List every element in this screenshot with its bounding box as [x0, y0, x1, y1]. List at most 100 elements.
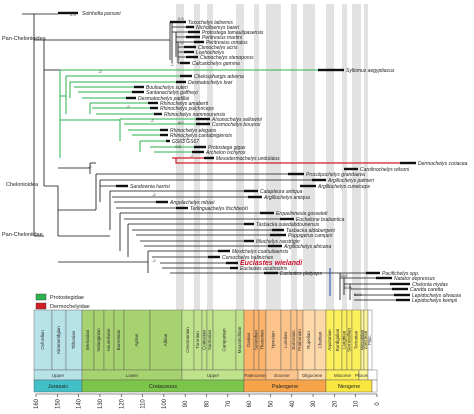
range-bar-pe2 [194, 40, 204, 44]
range-bar-rhi2 [150, 106, 158, 110]
taxon-label-moc: Mexichelys coahuilaensis [232, 249, 289, 255]
node-value: -2 [126, 104, 130, 109]
epoch-label: Eocene [274, 373, 290, 378]
stage-cell [123, 309, 151, 371]
node-value: -2 [150, 118, 154, 123]
node-value: -2 [152, 192, 156, 197]
taxon-label-prg: Protostega gigas [208, 145, 246, 151]
taxon-label-nat: Natator depressus [394, 276, 435, 282]
stage-label: Maastrichtian [237, 326, 242, 353]
taxon-label-apa: Argillochelys palmeri [327, 178, 375, 184]
taxon-label-des2: Desmatochelys padillai [138, 96, 190, 102]
stage-label: Thanetian [260, 329, 265, 350]
taxon-label-gs: GS63 GS67 [172, 139, 199, 145]
time-tick-label: 0 [375, 402, 381, 406]
stage-label: Lutetian [283, 331, 288, 348]
taxon-label-pe1: Peritresius martini [202, 35, 243, 41]
taxon-label-che: Chelosphargis advena [194, 74, 244, 80]
range-bar-gs [166, 139, 170, 143]
range-bar-cst [186, 55, 198, 59]
range-bar-epl [264, 271, 278, 275]
legend-swatch [35, 293, 47, 301]
node-value: -2 [190, 153, 194, 158]
range-bar-rhi5 [160, 133, 168, 137]
range-bar-sol [58, 11, 78, 15]
node-value: -2 [98, 69, 102, 74]
node-value: 50/2 [354, 292, 363, 297]
stage-label: Burdigalian [335, 328, 340, 351]
range-bar-lop [184, 50, 194, 54]
time-tick-label: 10 [354, 400, 360, 407]
node-value: 0.5 [178, 16, 184, 21]
range-bar-cge [180, 61, 190, 65]
time-tick-label: 160 [34, 398, 40, 409]
taxon-label-euc: Euclastes wielandi [240, 260, 303, 267]
time-tick-label: 120 [119, 398, 125, 409]
time-tick-label: 40 [290, 400, 296, 407]
stage-label: Tithonian [71, 330, 76, 349]
range-bar-tas [244, 222, 254, 226]
taxon-label-epl: Euclastes platyops [280, 271, 322, 277]
node-value: -2 [170, 62, 174, 67]
epoch-cell [367, 369, 378, 381]
stage-label: Valanginian [96, 328, 101, 352]
range-bar-rhi4 [160, 128, 168, 132]
stage-label: Zanclean [363, 330, 368, 349]
taxon-label-ero: Erquelinnesia gosseleti [276, 211, 328, 217]
taxon-label-pro1: Protostega tamaulipasensis [202, 30, 264, 36]
stage-label: Piac. [367, 335, 372, 345]
range-bar-pe1 [186, 35, 200, 39]
stage-label: Berriasian [85, 329, 90, 350]
stage-cell [149, 309, 183, 371]
range-bar-euc [226, 261, 238, 265]
node-value: 15/2 [340, 273, 349, 278]
taxon-label-pe2: Peritresius ornatus [206, 40, 248, 46]
range-bar-puc [270, 233, 286, 237]
taxon-label-rhi2: Rhinochelys pulchriceps [160, 106, 214, 112]
time-tick-label: 90 [183, 400, 189, 407]
range-bar-arc [192, 150, 204, 154]
range-bar-amb [248, 195, 262, 199]
taxon-label-rhi1: Rhinochelys amaberti [160, 101, 209, 107]
taxon-label-mes: Mesodermochelys undulatus [216, 156, 280, 162]
stage-label: Hauterivian [106, 328, 111, 351]
taxon-label-san: Santanachelys gaffneyi [146, 90, 199, 96]
range-bar-rhi1 [148, 101, 158, 105]
taxon-label-sol: Solnhofia parsoni [82, 11, 122, 17]
taxon-label-cos: Cosmochelys bouyssi [212, 122, 261, 128]
range-bar-apa [312, 178, 326, 182]
range-bar-eoc [280, 217, 294, 221]
taxon-label-nic: Nichollsemys baieri [196, 25, 240, 31]
range-bar-des1 [176, 80, 186, 84]
range-bar-che [180, 74, 192, 78]
range-bar-lle [244, 239, 254, 243]
stage-label: Ypresian [271, 331, 276, 349]
taxon-label-cge: Calcarichelys gemma [192, 61, 240, 67]
node-value: -2 [152, 258, 156, 263]
time-tick-label: 30 [311, 400, 317, 407]
range-bar-nat [376, 276, 392, 280]
stage-label: Coniacian [202, 329, 207, 350]
stage-label: Bartonian [291, 330, 296, 350]
taxon-label-ais: Aisonochelys sellowini [211, 117, 263, 123]
time-tick-label: 20 [332, 400, 338, 407]
node-value: -0.5 [182, 136, 190, 141]
time-tick-label: 140 [77, 398, 83, 409]
range-bars [58, 11, 416, 302]
stage-label: Albian [163, 333, 168, 346]
taxon-label-tox: Toxochelys latiremis [188, 20, 233, 26]
taxon-label-dco: Dermochelys coriacea [418, 161, 468, 167]
taxon-label-tal: Tasbacka aldabergeni [286, 228, 336, 234]
range-bar-cwi [344, 167, 358, 171]
range-bar-cmy [390, 282, 410, 286]
range-bar-prg [194, 145, 206, 149]
taxon-label-rhi5: Rhinochelys cantabrigiensis [170, 133, 232, 139]
taxon-label-pgr: Procolpochelys grandaeva [306, 172, 365, 178]
range-bar-cor [208, 255, 220, 259]
taxon-label-eoc: Eochelone brabantica [296, 217, 345, 223]
clade-labels: Pan-ChelonioideaChelonioideaPan-Chelonii… [2, 36, 47, 238]
taxon-label-cwi: Carolinochelys wilsoni [360, 167, 410, 173]
stage-label: Aquitanian [327, 329, 332, 351]
range-bar-ang [156, 200, 168, 204]
